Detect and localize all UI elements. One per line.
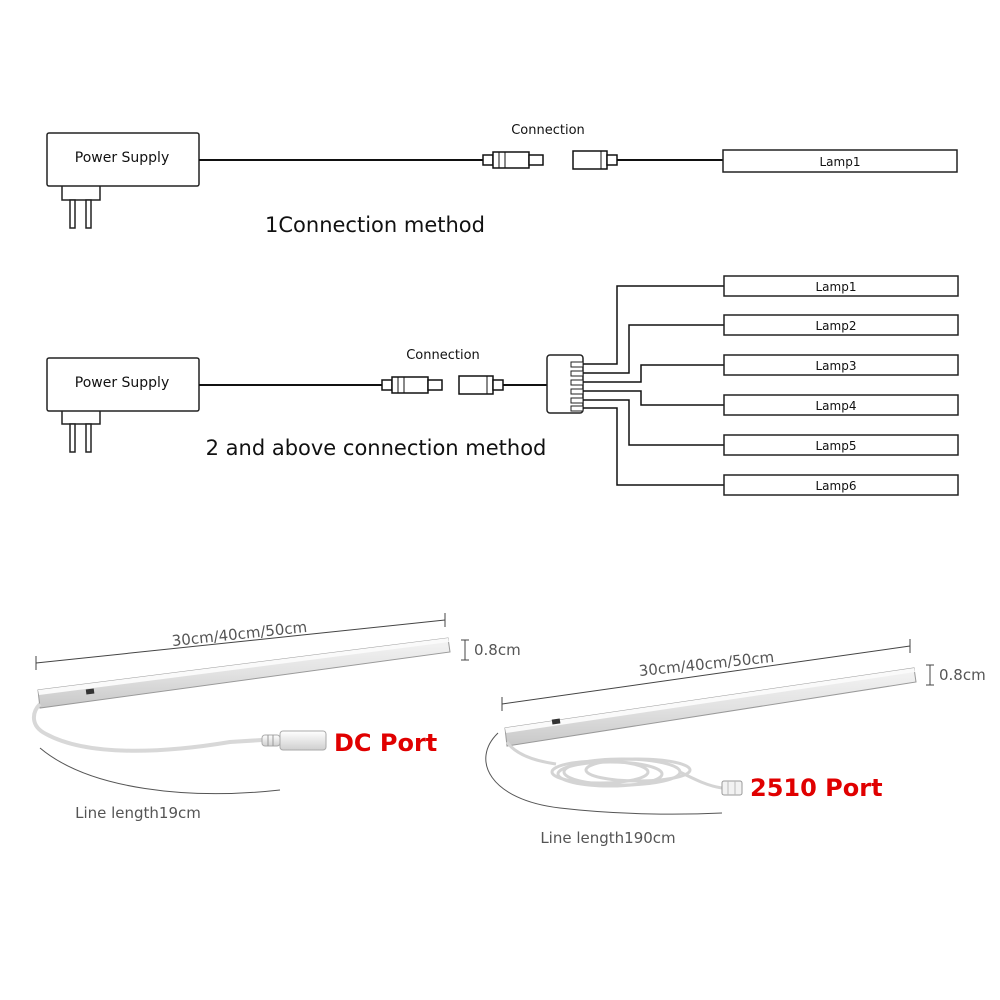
product-right: 30cm/40cm/50cm 0.8cm 2510 Port Li [485, 639, 986, 847]
power-supply-label: Power Supply [75, 150, 170, 166]
thickness-label: 0.8cm [939, 666, 986, 684]
port-label: 2510 Port [750, 774, 883, 802]
lamp-box: Lamp3 [723, 354, 959, 376]
method-title: 1Connection method [265, 213, 485, 237]
splitter-hub [546, 354, 584, 414]
connection-label: Connection [511, 123, 585, 138]
length-dimension [501, 639, 911, 711]
female-connector [458, 375, 504, 395]
lamp-label: Lamp3 [816, 359, 857, 373]
thickness-dimension [926, 664, 934, 686]
dc-plug [261, 730, 327, 751]
lamp-box: Lamp4 [723, 394, 959, 416]
line-length-label: Line length190cm [540, 829, 675, 847]
method-title: 2 and above connection method [206, 436, 547, 460]
lamp-box: Lamp6 [723, 474, 959, 496]
male-connector [482, 151, 544, 169]
lamp-label: Lamp2 [816, 319, 857, 333]
lamp-box: Lamp1 [723, 275, 959, 297]
light-bar [504, 667, 917, 747]
length-dimension [35, 613, 446, 670]
sensor-icon [551, 718, 561, 725]
lamp-label: Lamp4 [816, 399, 857, 413]
female-connector [572, 150, 618, 170]
branch-wires [583, 285, 724, 486]
diagram-multi-connection: Power Supply Connection [46, 275, 959, 496]
sensor-icon [85, 688, 95, 695]
coiled-cable [505, 741, 723, 790]
male-connector [381, 376, 443, 394]
lamp-box: Lamp2 [723, 314, 959, 336]
port-label: DC Port [334, 729, 437, 757]
power-supply-label: Power Supply [75, 375, 170, 391]
light-bar [37, 637, 451, 709]
length-label: 30cm/40cm/50cm [171, 618, 308, 650]
lamp-label: Lamp5 [816, 439, 857, 453]
lamp-label: Lamp1 [816, 280, 857, 294]
lamp-box: Lamp1 [722, 149, 958, 173]
product-left: 30cm/40cm/50cm 0.8cm DC Port Line length… [32, 613, 521, 822]
line-length-label: Line length19cm [75, 804, 201, 822]
cable [32, 702, 263, 753]
2510-connector [721, 780, 743, 796]
thickness-label: 0.8cm [474, 641, 521, 659]
thickness-dimension [461, 639, 469, 661]
lamp-label: Lamp1 [820, 155, 861, 169]
length-arc [485, 732, 723, 815]
power-supply-1: Power Supply [46, 132, 200, 229]
lamp-label: Lamp6 [816, 479, 857, 493]
plug-icon [61, 411, 101, 453]
lamp-box: Lamp5 [723, 434, 959, 456]
length-arc [39, 747, 281, 795]
connection-label: Connection [406, 348, 480, 363]
diagram-single-connection: Power Supply Connection La [46, 123, 958, 237]
plug-icon [61, 186, 101, 229]
power-supply-2: Power Supply [46, 357, 200, 453]
